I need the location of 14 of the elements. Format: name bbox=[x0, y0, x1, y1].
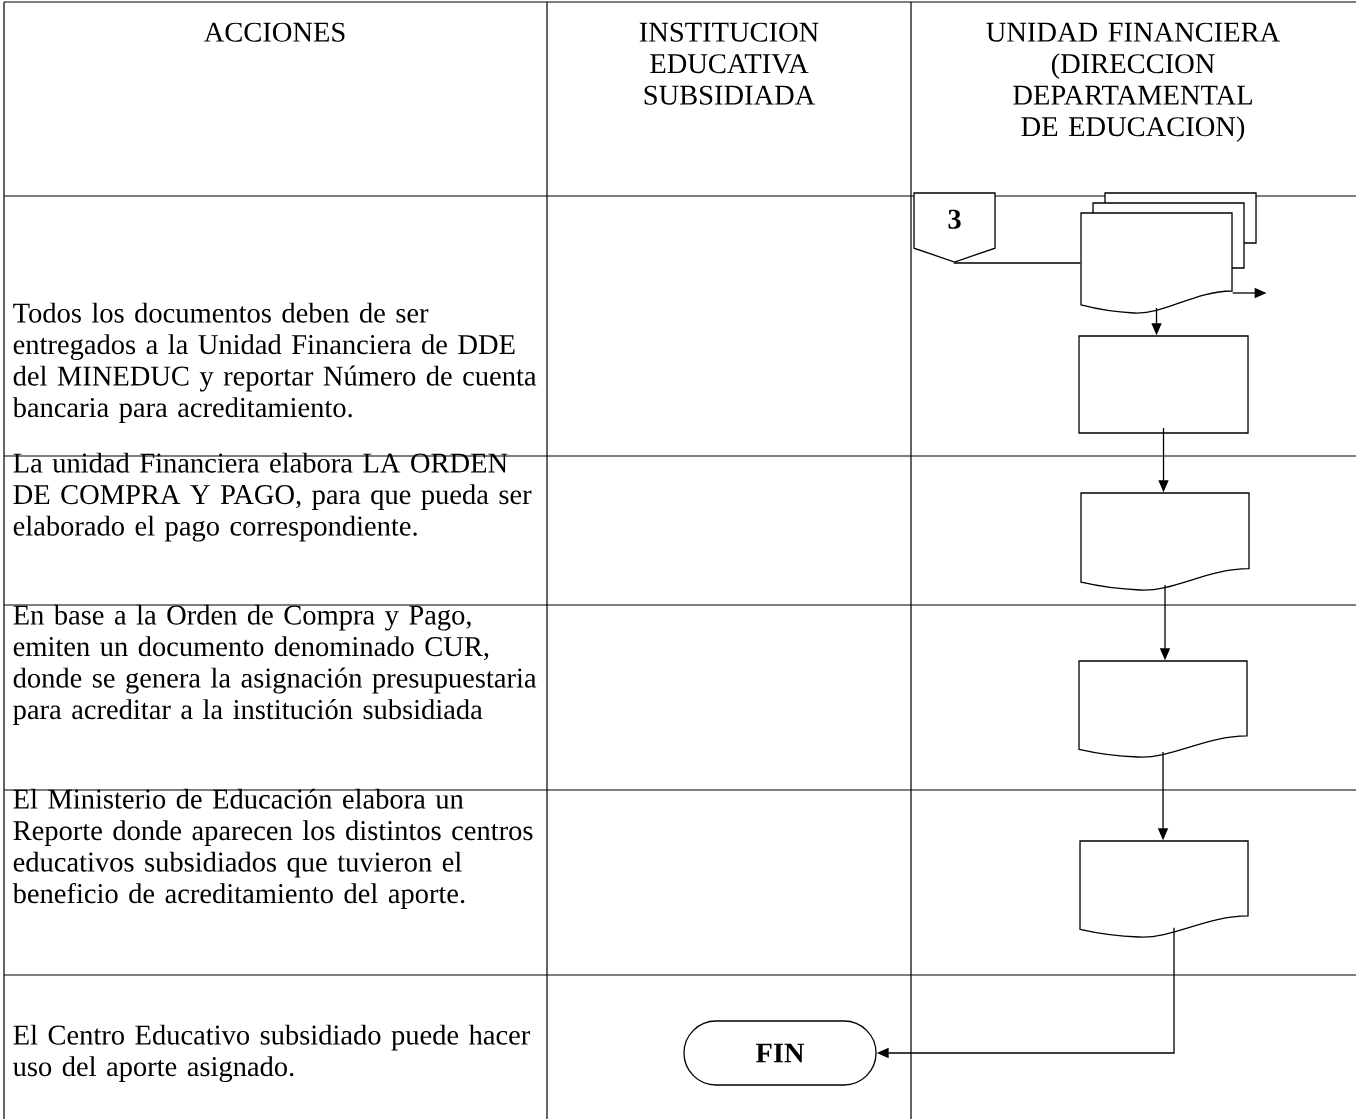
document-shape bbox=[1079, 840, 1249, 938]
action-text: En base a la Orden de Compra y Pago, emiten un documento denominado CUR, donde se genera la asignación presupuestaria para acreditar a la institución subsidiada bbox=[13, 604, 537, 725]
action-text: Todos los documentos deben de ser entregados a la Unidad Financiera de DDE del MINEDUC y reportar Número de cuenta bancaria para acreditamiento. bbox=[12, 302, 537, 423]
action-text: La unidad Financiera elabora LA ORDEN DE COMPRA Y PAGO, para que pueda ser elaborado el pago correspondiente. bbox=[13, 452, 532, 542]
document-shape bbox=[1078, 660, 1248, 758]
process-box bbox=[1078, 335, 1249, 434]
off-page-connector: 3 bbox=[913, 192, 996, 263]
column-header: UNIDAD FINANCIERA (DIRECCION DEPARTAMENTAL DE EDUCACION) bbox=[986, 22, 1280, 143]
document-shape bbox=[1080, 492, 1250, 591]
action-text: El Centro Educativo subsidiado puede hacer uso del aporte asignado. bbox=[13, 1024, 531, 1083]
column-header: ACCIONES bbox=[204, 22, 345, 42]
multi-document-shape bbox=[1080, 192, 1257, 314]
action-text: El Ministerio de Educación elabora un Reporte donde aparecen los distintos centros educativos subsidiados que tuvieron el beneficio de acreditamiento del aporte. bbox=[12, 788, 533, 910]
column-header: INSTITUCION EDUCATIVA SUBSIDIADA bbox=[639, 22, 819, 105]
